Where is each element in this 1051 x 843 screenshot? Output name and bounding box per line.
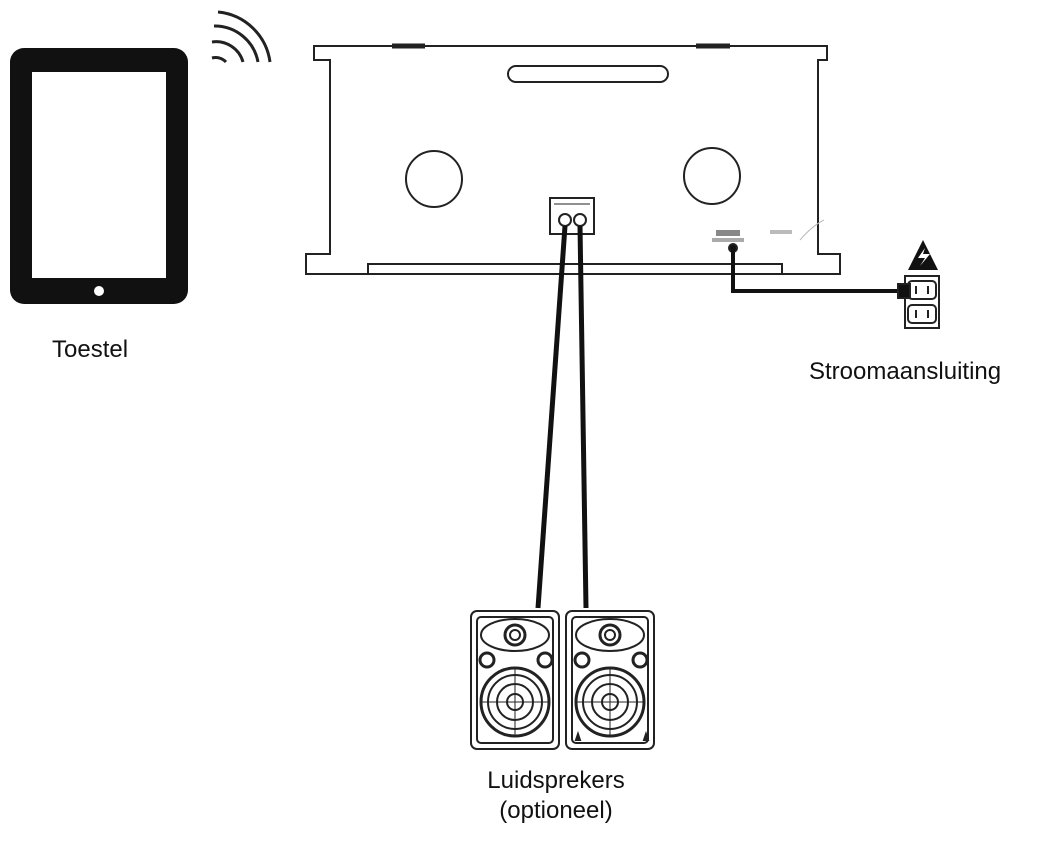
speakers-label-line1: Luidsprekers [487, 767, 625, 794]
main-unit [305, 43, 841, 275]
device-label: Toestel [52, 336, 129, 363]
electric-hazard-icon [908, 240, 938, 270]
power-connection-label: Stroomaansluiting [809, 358, 1002, 385]
vent-left [405, 150, 463, 208]
speaker-icon [470, 610, 560, 750]
speaker-icon [565, 610, 655, 750]
power-outlet-icon [897, 275, 940, 329]
speakers-label-line2: (optioneel) [499, 797, 613, 824]
tablet-icon [10, 48, 188, 304]
vent-right [683, 147, 741, 205]
speakers-label: Luidsprekers (optioneel) [470, 766, 642, 826]
power-cable [731, 248, 904, 293]
wifi-signal-icon [211, 10, 272, 64]
speaker-cables [535, 225, 589, 609]
speaker-output-terminal [549, 197, 595, 235]
